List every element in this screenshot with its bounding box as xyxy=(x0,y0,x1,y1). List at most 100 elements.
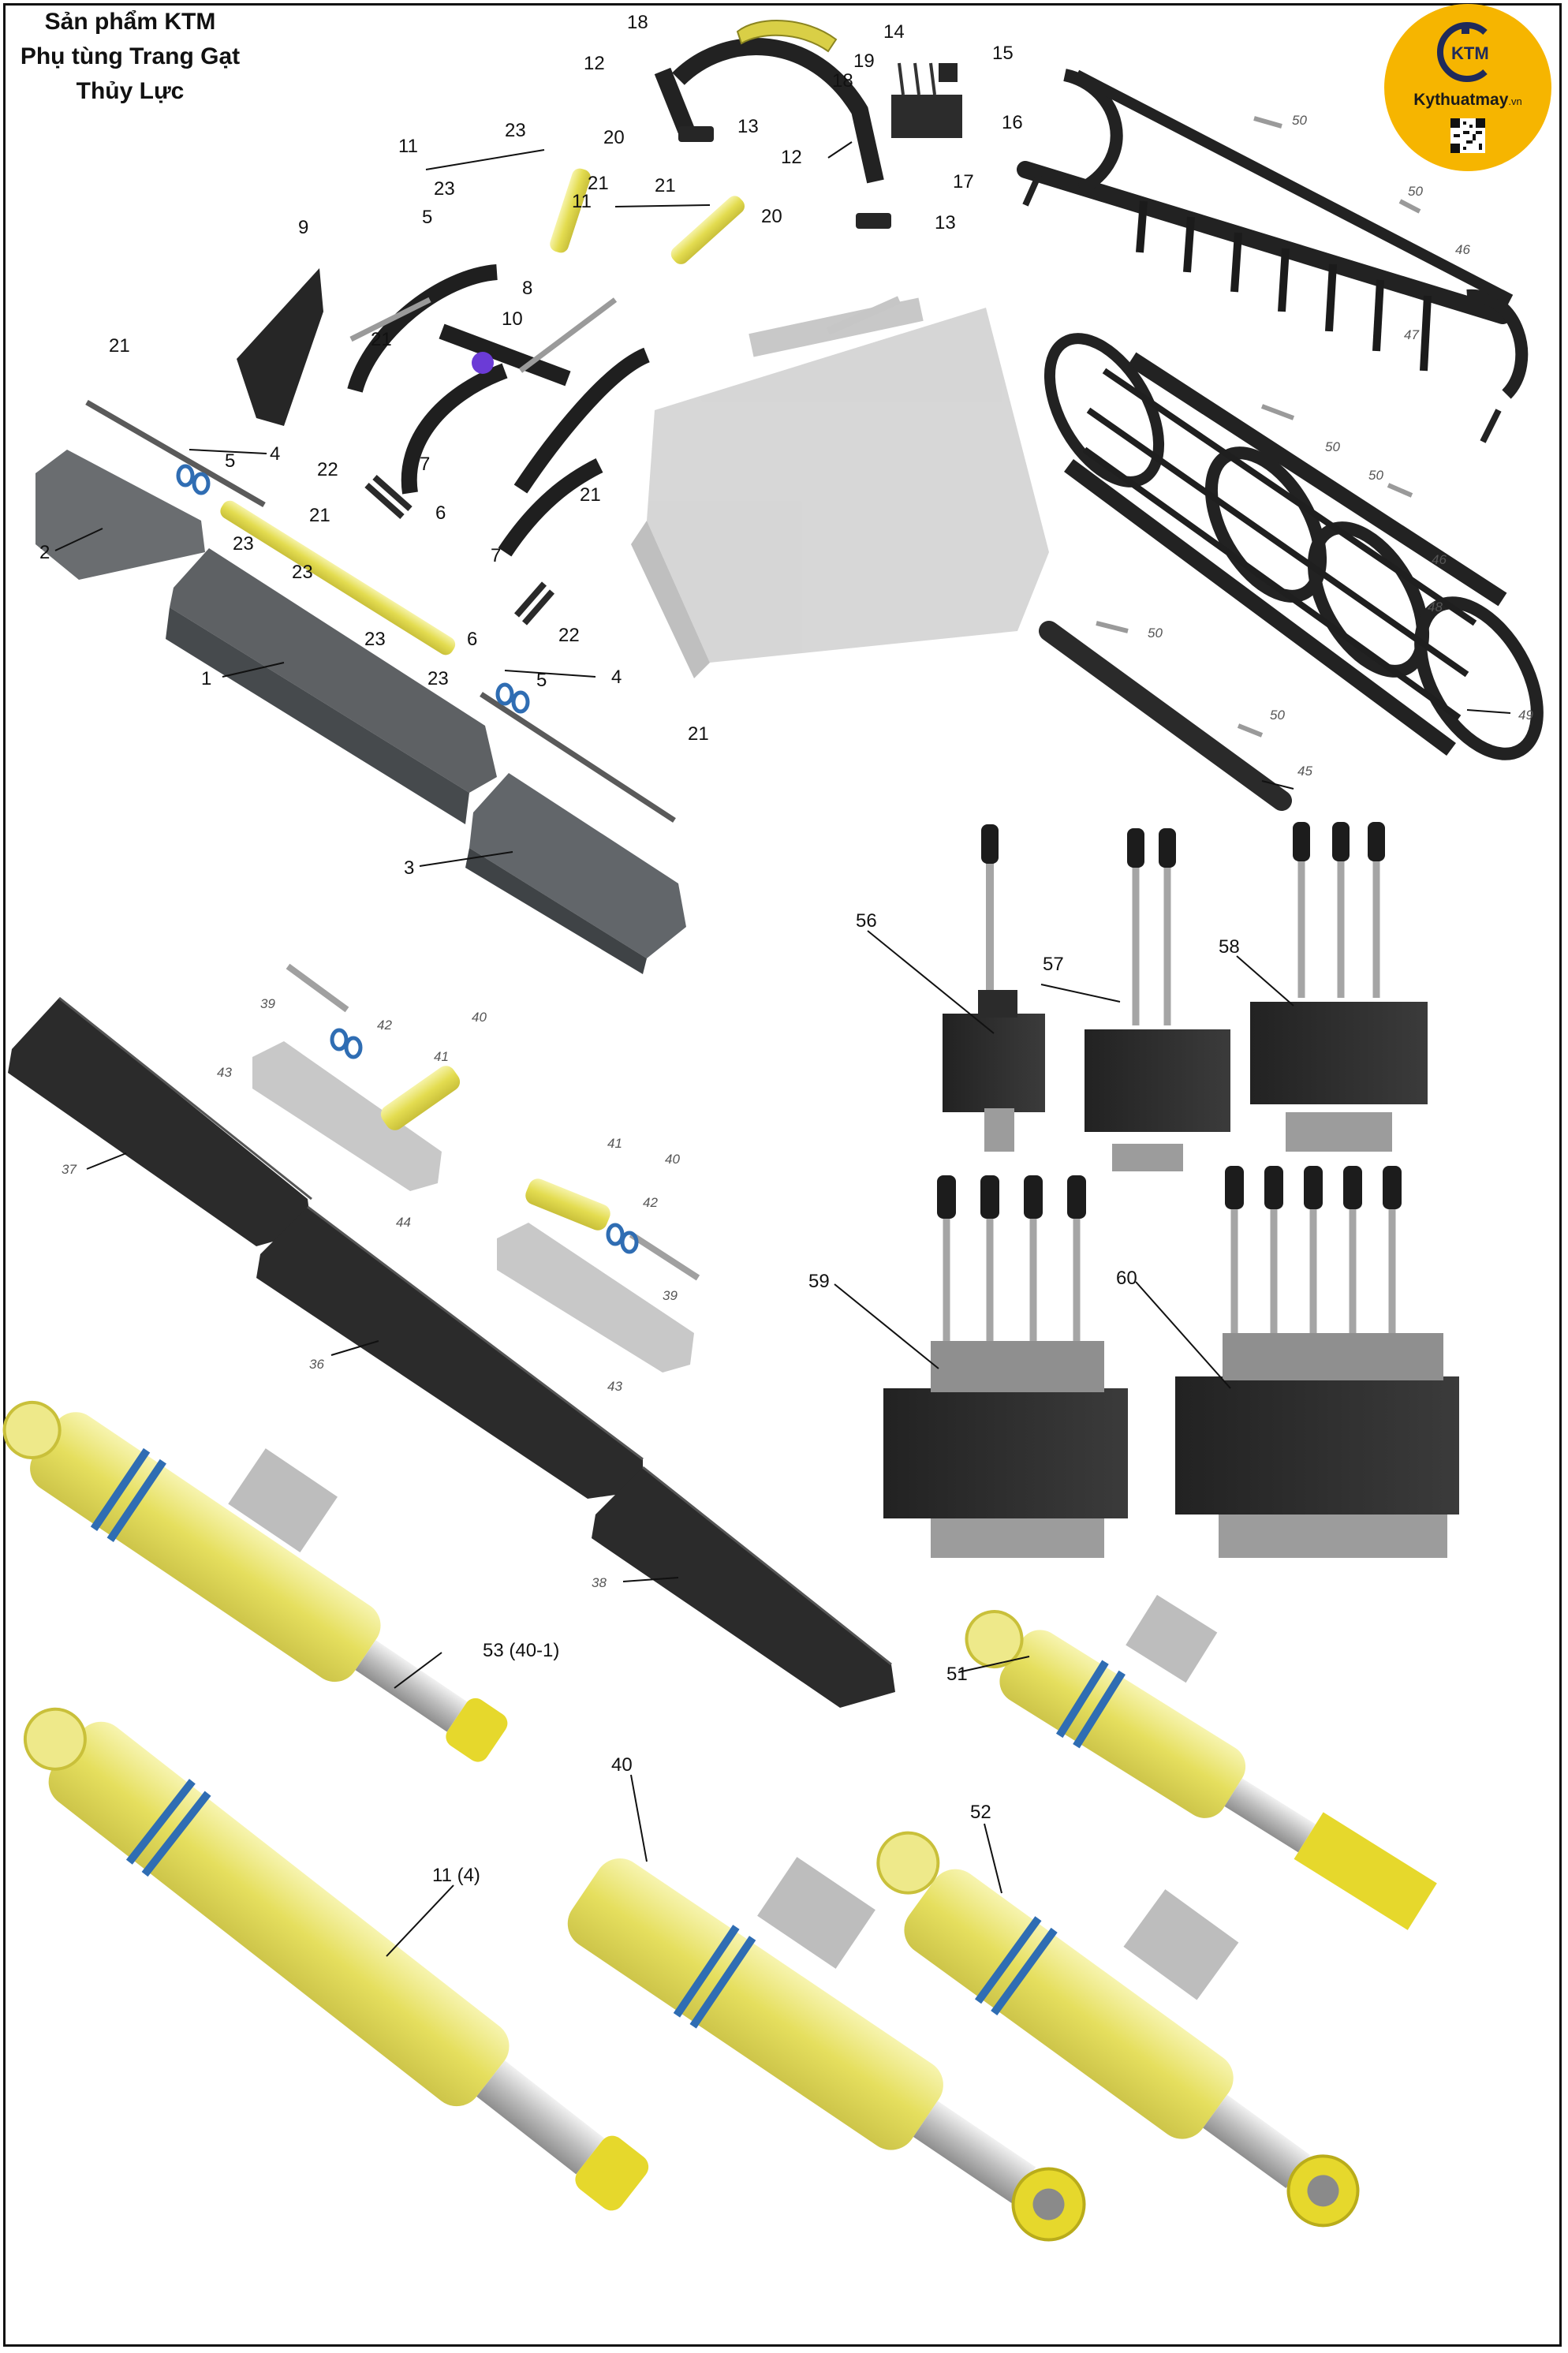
callouts-cylinders: 53 (40-1) 51 11 (4) 40 52 xyxy=(432,1640,991,1886)
callout-21-b: 21 xyxy=(588,173,609,194)
cylinder-40-large xyxy=(567,1857,1086,2242)
callout-17: 17 xyxy=(953,171,974,192)
callout-18-a: 18 xyxy=(627,12,648,33)
blade-assembly xyxy=(35,399,686,974)
piston-rod-left xyxy=(349,297,431,342)
callout-5-c: 5 xyxy=(536,670,547,691)
callout-40-b: 40 xyxy=(665,1152,680,1167)
control-valve-56 xyxy=(943,824,1045,1152)
callout-7-b: 7 xyxy=(491,545,501,566)
blade-37 xyxy=(8,998,312,1246)
callout-16: 16 xyxy=(1002,112,1023,133)
callout-23-f: 23 xyxy=(427,668,449,689)
callout-46-a: 46 xyxy=(1455,242,1470,257)
callout-58: 58 xyxy=(1219,936,1240,958)
callout-23-e: 23 xyxy=(364,629,386,650)
callout-50-c: 50 xyxy=(1325,439,1340,454)
callout-37: 37 xyxy=(62,1162,77,1177)
title-line-2: Phụ tùng Trang Gạt xyxy=(20,43,241,69)
cylinder-40-lower xyxy=(525,1178,610,1231)
cylinder-40-upper xyxy=(380,1066,461,1130)
callout-23-b: 23 xyxy=(434,178,455,200)
callout-39-b: 39 xyxy=(663,1288,678,1303)
blade-segment-3 xyxy=(469,773,686,958)
callout-47: 47 xyxy=(1404,327,1419,342)
callouts-roller: 45 46 46 47 48 49 50 50 50 50 50 50 xyxy=(1148,113,1533,779)
callout-1: 1 xyxy=(201,668,211,689)
callout-13-b: 13 xyxy=(935,212,956,233)
callout-57: 57 xyxy=(1043,954,1064,975)
callouts-blade-small: 36 37 38 39 39 40 40 41 41 42 42 43 43 4… xyxy=(62,996,680,1590)
cylinder-52 xyxy=(876,1831,1360,2228)
curved-bracket-14 xyxy=(736,20,838,53)
callout-5-a: 5 xyxy=(225,450,235,472)
callout-13-a: 13 xyxy=(737,116,759,137)
shield-part-9 xyxy=(237,268,323,426)
control-valve-57 xyxy=(1085,828,1230,1171)
callout-49: 49 xyxy=(1518,708,1533,723)
callout-21-c: 21 xyxy=(655,175,676,196)
block-part-13a xyxy=(678,126,714,142)
callout-56: 56 xyxy=(856,910,877,932)
seal-rings xyxy=(176,464,530,714)
cylinder-11-upper xyxy=(550,168,591,253)
callout-10: 10 xyxy=(502,308,523,330)
rod-lower xyxy=(480,692,676,823)
carrier-arch-assembly xyxy=(654,38,884,184)
mount-brackets-39 xyxy=(252,1041,694,1373)
callout-23-c: 23 xyxy=(233,533,254,555)
callout-12-a: 12 xyxy=(584,53,605,74)
callout-12-b: 12 xyxy=(781,147,802,168)
callout-46-b: 46 xyxy=(1432,552,1447,567)
callout-23-a: 23 xyxy=(505,120,526,141)
callout-2: 2 xyxy=(39,542,50,563)
callout-42-b: 42 xyxy=(643,1195,658,1210)
blade-segment-3-face xyxy=(465,848,647,974)
callout-51: 51 xyxy=(946,1664,968,1685)
callout-38: 38 xyxy=(592,1575,607,1590)
cylinder-4 xyxy=(220,500,456,655)
logo-brand-text: Kythuatmay xyxy=(1413,91,1509,109)
callout-59: 59 xyxy=(808,1271,830,1292)
callout-22-a: 22 xyxy=(317,459,338,480)
callout-7-a: 7 xyxy=(420,454,430,475)
callout-52: 52 xyxy=(970,1802,991,1823)
blade-set-36-38 xyxy=(8,996,895,1708)
control-valve-60 xyxy=(1175,1166,1459,1558)
callout-50-f: 50 xyxy=(1270,708,1285,723)
callout-20-a: 20 xyxy=(603,127,625,148)
blade-segment-2 xyxy=(35,450,205,580)
link-parts xyxy=(364,475,555,626)
cylinder-51 xyxy=(965,1594,1437,1930)
callout-21-a: 21 xyxy=(109,335,130,357)
control-valve-59 xyxy=(883,1175,1128,1558)
blade-36 xyxy=(256,1207,643,1499)
pivot-part-10 xyxy=(472,352,494,374)
callout-43-b: 43 xyxy=(607,1379,622,1394)
callout-21-d: 21 xyxy=(371,329,392,350)
page-title: Sản phẩm KTM Phụ tùng Trang Gạt Thủy Lực xyxy=(0,5,260,109)
bolts-50 xyxy=(1096,116,1421,738)
callout-48: 48 xyxy=(1428,599,1443,614)
callout-22-b: 22 xyxy=(558,625,580,646)
callout-6-a: 6 xyxy=(435,502,446,524)
callout-60: 60 xyxy=(1116,1268,1137,1289)
blade-segment-1-face xyxy=(166,607,469,824)
callout-8: 8 xyxy=(522,278,532,299)
callout-11-b: 11 xyxy=(572,191,592,212)
callout-14: 14 xyxy=(883,21,905,43)
callout-21-e: 21 xyxy=(580,484,601,506)
valve-block-16 xyxy=(891,62,962,138)
callouts-top-left: 1 2 3 4 4 5 5 5 6 6 7 7 8 9 10 11 11 12 … xyxy=(39,12,1023,879)
callout-19: 19 xyxy=(853,50,875,72)
logo-brand: Kythuatmay.vn xyxy=(1384,91,1551,110)
callout-18-b: 18 xyxy=(832,70,853,92)
blade-segment-1 xyxy=(170,548,497,793)
leader-lines xyxy=(54,141,1511,1957)
callout-40-large: 40 xyxy=(611,1754,633,1776)
callout-50-e: 50 xyxy=(1148,626,1163,641)
cylinder-11-large xyxy=(23,1707,649,2211)
blade-38 xyxy=(592,1467,895,1708)
